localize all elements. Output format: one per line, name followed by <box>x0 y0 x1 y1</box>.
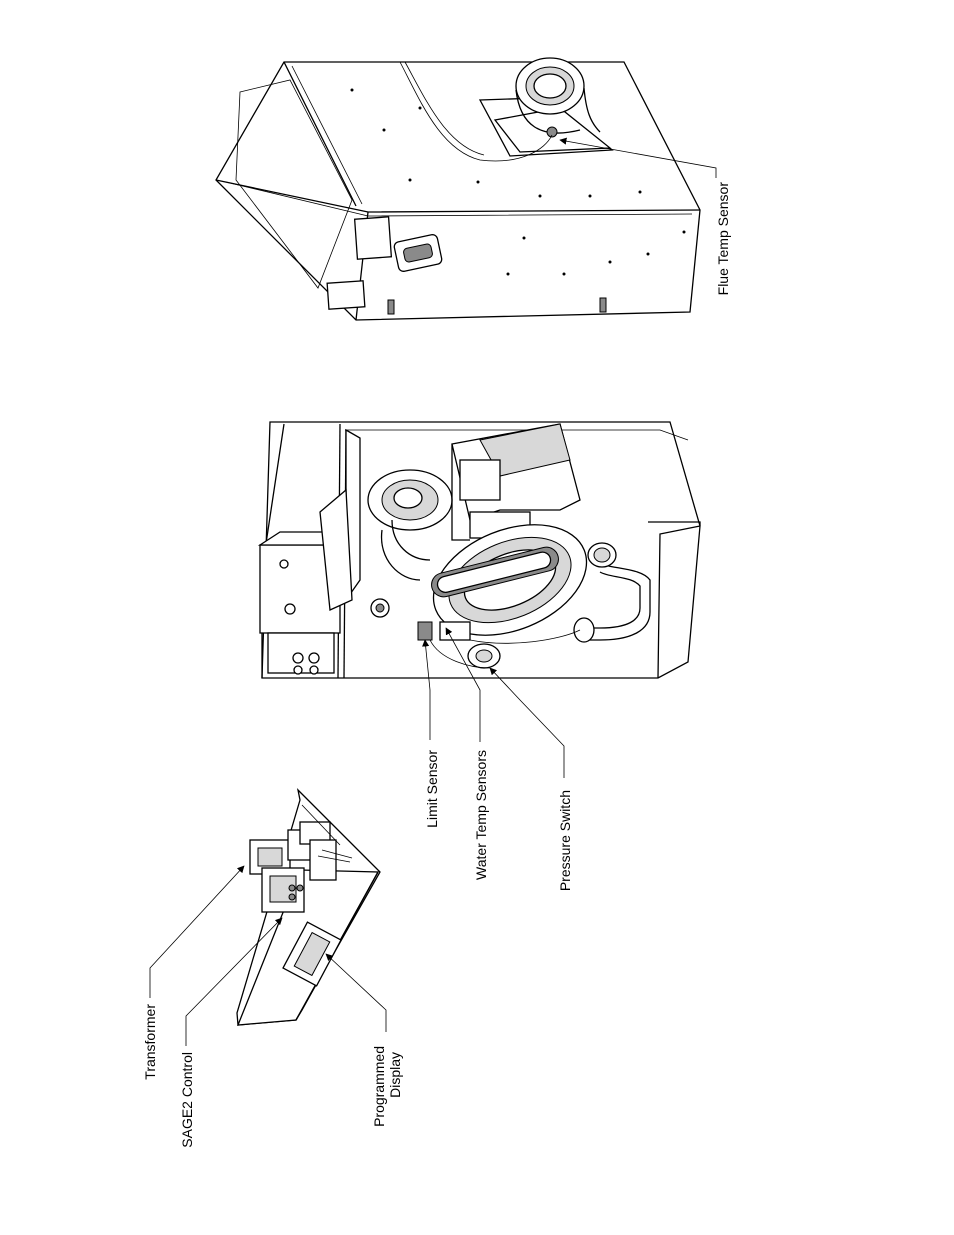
label-flue-temp-sensor: Flue Temp Sensor <box>715 182 731 296</box>
label-limit-sensor: Limit Sensor <box>424 750 440 828</box>
label-pressure-switch: Pressure Switch <box>557 790 573 891</box>
label-display: Display <box>387 1052 403 1098</box>
label-transformer: Transformer <box>142 1004 158 1080</box>
boiler-exterior-drawing <box>216 58 700 320</box>
label-sage2-control: SAGE2 Control <box>179 1052 195 1148</box>
boiler-interior-drawing <box>260 422 700 678</box>
label-water-temp-sensors: Water Temp Sensors <box>473 750 489 880</box>
label-programmed: Programmed <box>371 1046 387 1127</box>
control-panel-drawing <box>237 790 380 1025</box>
